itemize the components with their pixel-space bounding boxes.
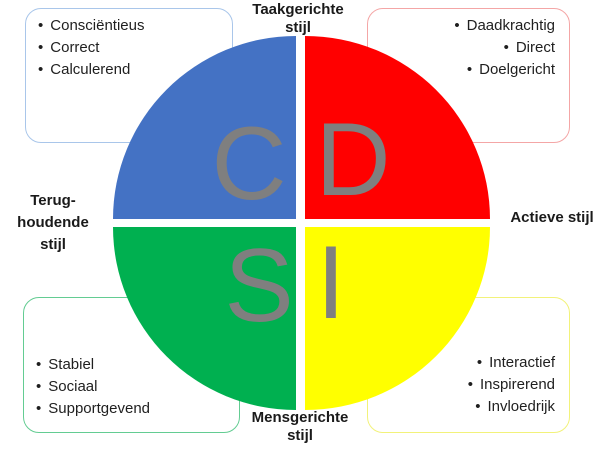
bullet-icon: • <box>503 39 509 56</box>
list-item: • Interactief <box>382 352 555 374</box>
trait-label: Stabiel <box>48 356 95 373</box>
axis-label-line: Terug- <box>30 192 76 209</box>
list-item: • Supportgevend <box>36 398 227 420</box>
letter-d: D <box>315 102 391 218</box>
bullet-icon: • <box>467 376 473 393</box>
bullet-icon: • <box>38 17 44 34</box>
trait-label: Sociaal <box>48 378 98 395</box>
list-item: • Stabiel <box>36 354 227 376</box>
bullet-icon: • <box>38 61 44 78</box>
bullet-icon: • <box>466 61 473 78</box>
list-item: • Direct <box>382 37 555 59</box>
bullet-icon: • <box>475 398 481 415</box>
axis-label-line: stijl <box>285 19 311 36</box>
trait-label: Invloedrijk <box>487 398 555 415</box>
list-item: • Inspirerend <box>382 374 555 396</box>
trait-label: Calculerend <box>50 61 131 78</box>
letter-i: I <box>316 225 346 341</box>
bullet-icon: • <box>36 400 42 417</box>
bullet-icon: • <box>476 354 483 371</box>
trait-label: Correct <box>50 39 100 56</box>
trait-label: Direct <box>515 39 555 56</box>
bullet-icon: • <box>454 17 460 34</box>
trait-label: Doelgericht <box>479 61 555 78</box>
trait-label: Daadkrachtig <box>466 17 555 34</box>
axis-label-line: stijl <box>287 427 313 444</box>
letter-c: C <box>211 106 287 222</box>
letter-s: S <box>224 228 294 344</box>
trait-label: Consciëntieus <box>50 17 145 34</box>
trait-label: Interactief <box>489 354 555 371</box>
trait-label: Supportgevend <box>48 400 151 417</box>
axis-label-line: Taakgerichte <box>252 1 344 18</box>
list-item: • Daadkrachtig <box>382 15 555 37</box>
disc-circle <box>113 36 490 410</box>
axis-label-reserved: Terug- houdende stijl <box>8 190 98 256</box>
trait-box-conscientious: • Consciëntieus • Correct • Calculerend <box>25 8 233 143</box>
axis-label-task-oriented: Taakgerichte stijl <box>236 1 360 37</box>
axis-label-active: Actieve stijl <box>510 209 594 226</box>
list-item: • Doelgericht <box>382 59 555 81</box>
axis-label-line: houdende <box>17 214 89 231</box>
list-item: • Invloedrijk <box>382 396 555 418</box>
bullet-icon: • <box>36 378 42 395</box>
axis-label-line: Mensgerichte <box>251 409 349 426</box>
list-item: • Sociaal <box>36 376 227 398</box>
bullet-icon: • <box>38 39 44 56</box>
list-item: • Consciëntieus <box>38 15 220 37</box>
axis-label-line: stijl <box>40 236 66 253</box>
bullet-icon: • <box>36 356 42 373</box>
axis-label-people-oriented: Mensgerichte stijl <box>237 409 363 445</box>
list-item: • Correct <box>38 37 220 59</box>
list-item: • Calculerend <box>38 59 220 81</box>
trait-label: Inspirerend <box>479 376 555 393</box>
